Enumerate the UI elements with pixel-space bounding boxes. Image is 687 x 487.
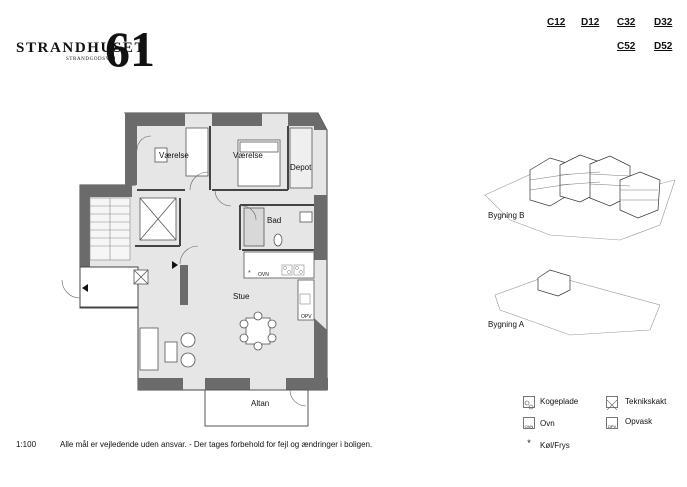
door-arrow-icon <box>172 261 178 269</box>
unit-link-d32[interactable]: D32 <box>654 17 673 28</box>
room-label-vaerelse-2: Værelse <box>233 151 263 160</box>
logo-wordmark: STRANDHUSET <box>16 40 147 56</box>
legend-teknikskakt-label: Teknikskakt <box>625 397 667 406</box>
room-label-vaerelse-1: Værelse <box>159 151 189 160</box>
logo-number-text: 61 <box>105 21 155 74</box>
unit-link-c12[interactable]: C12 <box>547 17 566 28</box>
unit-link-d12[interactable]: D12 <box>581 17 600 28</box>
building-a-label: Bygning A <box>488 320 525 329</box>
opvask-icon: OPV <box>606 417 618 429</box>
legend-kolfrys-label: Køl/Frys <box>540 441 570 450</box>
room-label-stue: Stue <box>233 292 250 301</box>
room-label-altan: Altan <box>251 399 270 408</box>
ovn-tag: OVN <box>258 272 269 278</box>
logo-subtitle: STRANDGODSVEJ <box>66 57 117 62</box>
room-label-bad: Bad <box>267 216 282 225</box>
teknikskakt-icon <box>606 396 618 411</box>
building-b-lines <box>529 171 658 201</box>
room-label-depot: Depot <box>290 163 312 172</box>
door-arrow-icon <box>82 284 88 292</box>
building-b-label: Bygning B <box>488 211 525 220</box>
legend-ovn-label: Ovn <box>540 419 555 428</box>
landing <box>79 266 139 308</box>
disclaimer-text: Alle mål er vejledende uden ansvar. - De… <box>60 440 373 449</box>
building-b-model <box>529 154 661 219</box>
kogeplade-icon <box>523 396 535 410</box>
legend-opvask-label: Opvask <box>625 417 653 426</box>
legend-kogeplade-label: Kogeplade <box>540 397 579 406</box>
svg-text:*: * <box>248 270 251 277</box>
building-a-model <box>537 269 571 297</box>
unit-link-d52[interactable]: D52 <box>654 41 673 52</box>
ovn-icon: OVN <box>523 417 535 429</box>
opv-tag: OPV <box>301 314 312 320</box>
kol-frys-icon: * <box>527 438 531 448</box>
stairs <box>89 197 131 261</box>
shafts <box>133 197 177 285</box>
walls <box>80 113 328 390</box>
unit-link-c32[interactable]: C32 <box>617 17 636 28</box>
scale-label: 1:100 <box>16 440 37 449</box>
interior-walls <box>135 126 314 251</box>
altan-area <box>204 389 309 427</box>
furniture <box>139 127 315 371</box>
building-site-diagrams <box>484 154 676 336</box>
door-swings <box>61 135 257 299</box>
logo-number: 61 <box>105 21 155 74</box>
unit-link-c52[interactable]: C52 <box>617 41 636 52</box>
